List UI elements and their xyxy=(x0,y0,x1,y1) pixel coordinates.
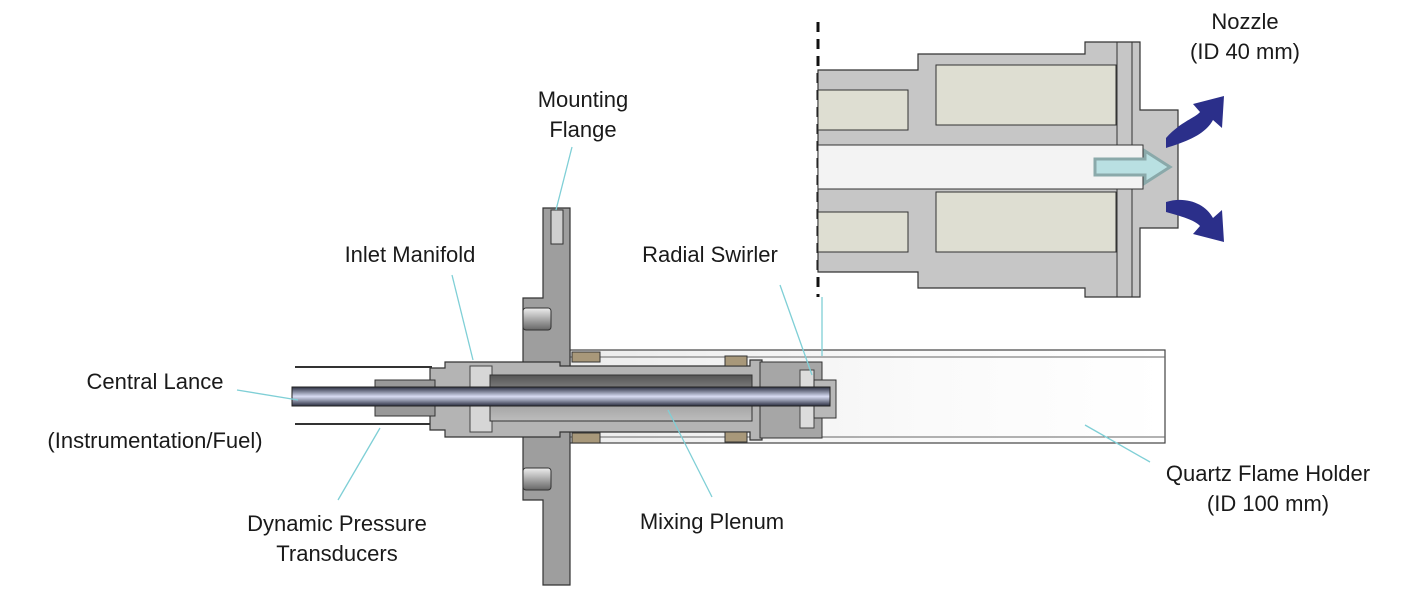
dynamic-pressure-transducers xyxy=(295,366,432,425)
bolt-icon xyxy=(522,467,552,491)
label-line: Dynamic Pressure xyxy=(247,511,427,536)
label-line: Transducers xyxy=(276,541,398,566)
label-radial-swirler: Radial Swirler xyxy=(642,242,778,267)
label-line: (ID 40 mm) xyxy=(1190,39,1300,64)
axial-flow-arrow-icon xyxy=(1093,148,1173,186)
label-line: Quartz Flame Holder xyxy=(1165,461,1371,486)
flow-arrows xyxy=(1093,96,1224,242)
label-nozzle: Nozzle (ID 40 mm) xyxy=(1175,7,1315,67)
nozzle-detail xyxy=(816,22,1179,298)
label-mixing-plenum: Mixing Plenum xyxy=(639,509,785,534)
bolt-icon xyxy=(522,307,552,331)
label-mounting-flange: Mounting Flange xyxy=(513,85,653,145)
leader-lines xyxy=(236,146,1151,501)
curved-arrow-up-icon xyxy=(1166,96,1224,148)
label-dynamic-pressure-transducers: Dynamic Pressure Transducers xyxy=(217,509,457,569)
label-instrumentation-fuel: (Instrumentation/Fuel) xyxy=(47,428,263,453)
label-line: Flange xyxy=(549,117,617,142)
label-quartz-flame-holder: Quartz Flame Holder (ID 100 mm) xyxy=(1138,459,1398,519)
curved-arrow-down-icon xyxy=(1166,199,1224,242)
label-inlet-manifold: Inlet Manifold xyxy=(344,242,476,267)
label-line: Nozzle xyxy=(1211,9,1279,34)
label-line: Mounting xyxy=(537,87,629,112)
label-central-lance: Central Lance xyxy=(86,369,224,394)
central-lance xyxy=(291,386,831,407)
label-line: (ID 100 mm) xyxy=(1206,491,1330,516)
